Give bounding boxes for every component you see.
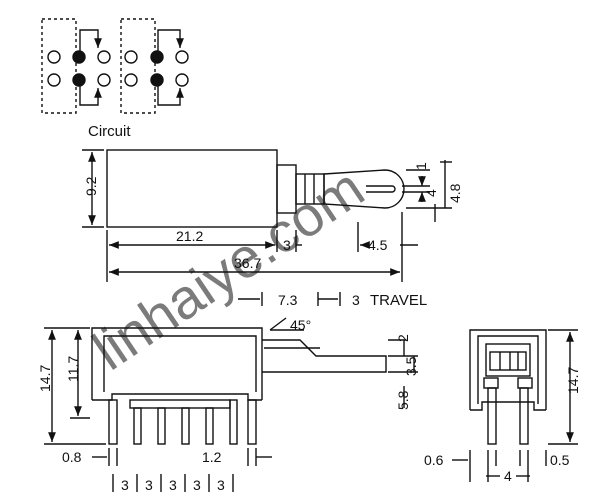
- dim-height-9-2: 9.2: [83, 176, 99, 196]
- travel-label: TRAVEL: [370, 292, 427, 309]
- side-view: [44, 317, 418, 492]
- dim-pitch: 3: [145, 477, 153, 493]
- dim-knob-4-8: 4.8: [447, 183, 463, 203]
- dim-pitch: 3: [121, 477, 129, 493]
- dim-end-14-7: 14.7: [565, 367, 581, 394]
- angle-label: 45°: [290, 317, 311, 333]
- watermark-text: linhaiye.com: [81, 156, 374, 382]
- dim-pitch: 3: [169, 477, 177, 493]
- dim-slot-4: 4: [423, 189, 439, 197]
- dim-body-21-2: 21.2: [176, 228, 203, 244]
- dim-overall-36-7: 36.7: [234, 255, 261, 271]
- dim-pitch: 3: [217, 477, 225, 493]
- travel-dimension: [238, 292, 341, 306]
- top-view: [82, 149, 452, 282]
- circuit-schematic: [41, 18, 189, 114]
- dim-side-14-7: 14.7: [37, 365, 53, 392]
- dim-end-0-5: 0.5: [550, 452, 570, 468]
- end-view: [452, 329, 578, 482]
- circuit-label: Circuit: [88, 123, 131, 140]
- dim-travel-7-3: 7.3: [278, 292, 298, 308]
- dim-stem-2: 2: [395, 334, 411, 342]
- dim-stem-5-8: 5.8: [395, 390, 411, 410]
- dim-shaft-3: 3: [283, 237, 291, 253]
- dim-end-4: 4: [504, 468, 512, 484]
- dim-travel-3: 3: [352, 292, 360, 308]
- dim-stem-3-5: 3.5: [403, 356, 419, 376]
- dim-slot-1: 1: [413, 162, 429, 170]
- dim-pin-1-2: 1.2: [202, 449, 222, 465]
- dim-end-0-6: 0.6: [424, 452, 444, 468]
- dim-pin-0-8: 0.8: [62, 449, 82, 465]
- dim-knob-4-5: 4.5: [368, 237, 388, 253]
- dim-side-11-7: 11.7: [65, 356, 81, 382]
- pin-pitch-row: 3 3 3 3 3: [121, 477, 225, 493]
- dim-pitch: 3: [193, 477, 201, 493]
